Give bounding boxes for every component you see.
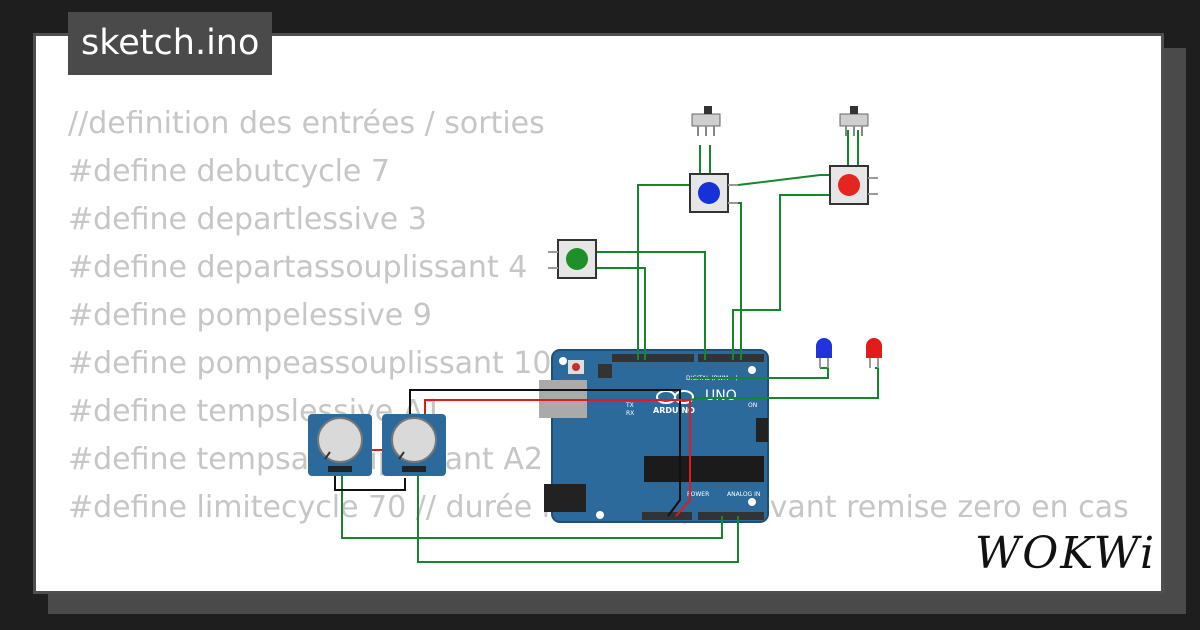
- blue-pushbutton[interactable]: [689, 173, 738, 213]
- preview-card: //definition des entrées / sorties #defi…: [33, 33, 1164, 594]
- potentiometer[interactable]: [382, 414, 446, 476]
- red-led[interactable]: [866, 338, 882, 368]
- digital-header-right: [698, 354, 764, 362]
- board-brand: ARDUINO: [653, 406, 695, 415]
- potentiometer[interactable]: [308, 414, 372, 476]
- analog-label: ANALOG IN: [727, 491, 760, 498]
- tx-label: TX: [625, 402, 634, 409]
- arduino-uno-board[interactable]: DIGITAL (PWM ~) UNO ARDUINO ON TX RX POW…: [539, 349, 769, 523]
- file-tab[interactable]: sketch.ino: [68, 12, 273, 75]
- on-label: ON: [748, 402, 757, 409]
- red-pushbutton[interactable]: [829, 165, 878, 205]
- atmega-chip: [644, 456, 764, 482]
- slide-switch[interactable]: [691, 106, 721, 136]
- board-model: UNO: [705, 388, 737, 404]
- power-header: [642, 512, 692, 520]
- blue-led[interactable]: [816, 338, 832, 368]
- slide-switch[interactable]: [839, 106, 869, 136]
- code-preview: //definition des entrées / sorties #defi…: [68, 100, 1138, 532]
- power-label: POWER: [687, 491, 709, 498]
- reset-button[interactable]: [572, 363, 580, 371]
- power-jack: [544, 484, 586, 512]
- rx-label: RX: [626, 410, 634, 417]
- analog-header: [698, 512, 764, 520]
- code-line: #define tempslessive A1: [68, 394, 443, 429]
- code-line: #define debutcycle 7: [68, 154, 391, 189]
- green-pushbutton[interactable]: [548, 239, 597, 279]
- wokwi-logo: WOKWi: [975, 528, 1157, 579]
- code-line: #define pompeassouplissant 10: [68, 346, 552, 381]
- code-line: #define pompelessive 9: [68, 298, 432, 333]
- code-line: #define departlessive 3: [68, 202, 427, 237]
- black-wire: [334, 470, 406, 491]
- code-line: //definition des entrées / sorties: [68, 106, 545, 141]
- code-line: #define tempsassouplissant A2: [68, 442, 543, 477]
- digital-header-left: [612, 354, 694, 362]
- code-line: #define departassouplissant 4: [68, 250, 528, 285]
